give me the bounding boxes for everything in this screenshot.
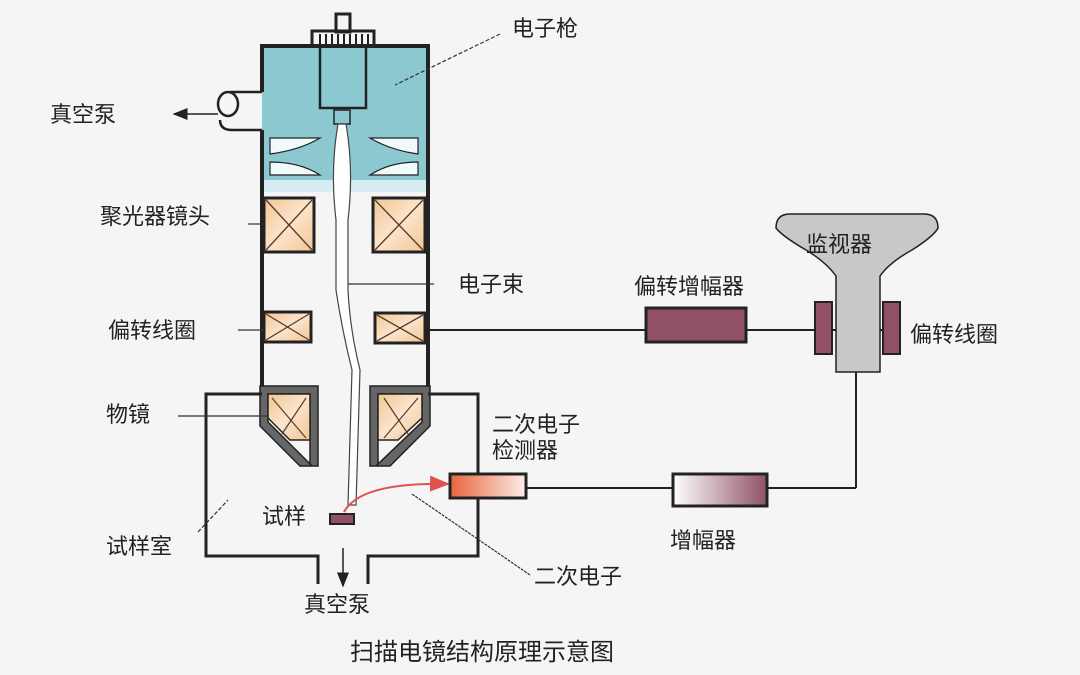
monitor-deflection-coil-right	[882, 301, 901, 355]
objective-lens-right	[369, 385, 431, 467]
vacuum-port-top	[216, 90, 262, 132]
leader-lines	[178, 33, 531, 576]
label-secondary-electron: 二次电子	[534, 565, 622, 590]
electrode-upper-left	[269, 137, 323, 155]
secondary-electron-path	[343, 475, 450, 513]
label-electron-gun: 电子枪	[512, 17, 578, 42]
diagram-caption: 扫描电镜结构原理示意图	[350, 638, 614, 666]
label-condenser-lens: 聚光器镜头	[100, 205, 210, 230]
label-deflection-coil-right: 偏转线圈	[910, 323, 998, 348]
label-detector-line1: 二次电子	[492, 413, 580, 438]
deflection-amplifier-box	[644, 306, 748, 344]
gun-cap-knob	[334, 12, 352, 34]
label-detector-line2: 检测器	[492, 439, 558, 464]
specimen-chamber	[204, 392, 480, 584]
label-monitor: 监视器	[806, 233, 872, 258]
label-objective-lens: 物镜	[106, 403, 150, 428]
objective-lens-left	[259, 385, 319, 467]
condenser-coil-left	[262, 196, 316, 254]
label-deflection-coil-left: 偏转线圈	[108, 319, 196, 344]
label-amplifier: 增幅器	[670, 529, 736, 554]
deflection-coil-left	[262, 310, 313, 344]
deflection-coil-right	[373, 311, 427, 345]
monitor-deflection-coil-left	[814, 301, 833, 355]
label-specimen-chamber: 试样室	[106, 535, 172, 560]
electron-beam	[332, 123, 361, 506]
electrode-lower-left	[269, 161, 323, 176]
label-vacuum-pump-bottom: 真空泵	[304, 593, 370, 618]
label-deflection-amplifier: 偏转增幅器	[634, 275, 744, 300]
secondary-electron-detector	[448, 472, 528, 500]
signal-wires	[428, 329, 857, 489]
label-vacuum-pump-top: 真空泵	[50, 103, 116, 128]
label-electron-beam: 电子束	[458, 273, 524, 298]
electrode-upper-right	[367, 137, 419, 155]
label-specimen: 试样	[262, 505, 306, 530]
amplifier-box	[671, 472, 769, 508]
condenser-coil-right	[371, 196, 427, 254]
specimen-sample	[329, 513, 355, 525]
monitor-shape	[775, 213, 939, 373]
column-walls	[260, 44, 430, 390]
electrode-lower-right	[367, 161, 419, 176]
